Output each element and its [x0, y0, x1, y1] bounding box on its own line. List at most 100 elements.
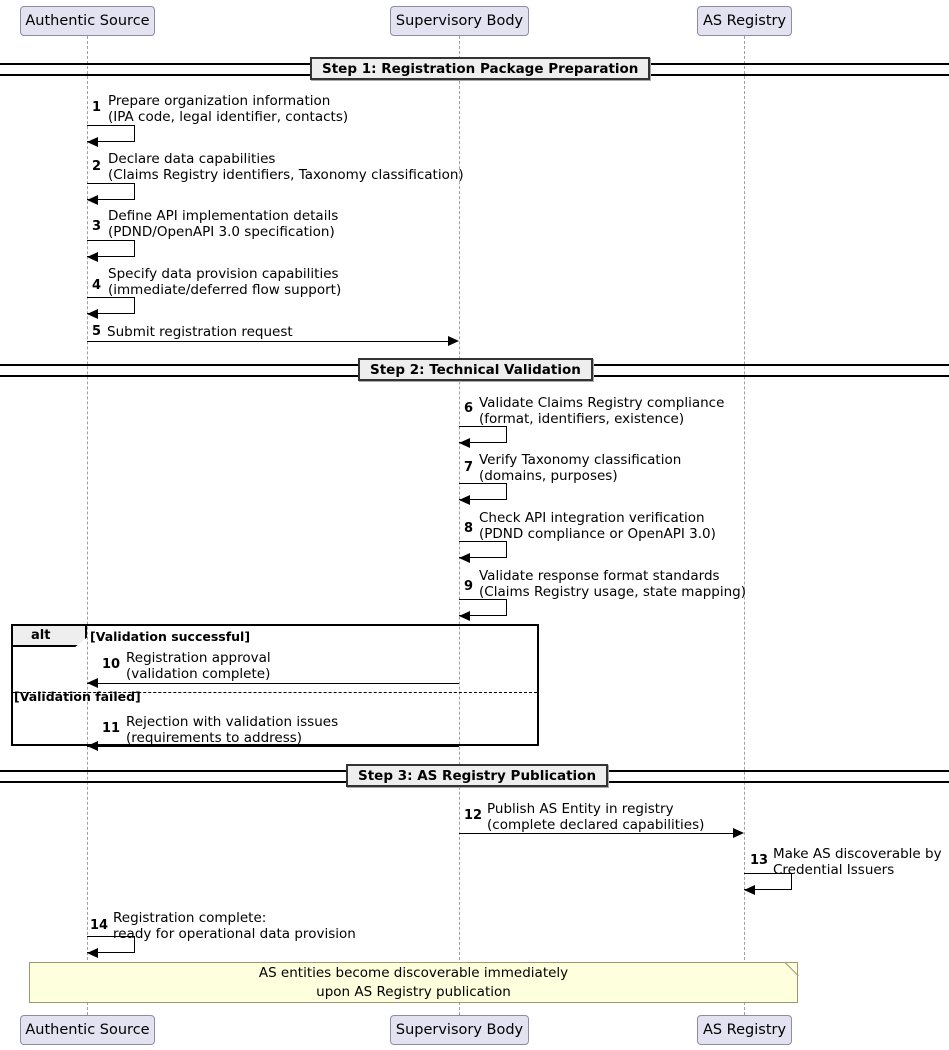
note-discoverability: AS entities become discoverable immediat…: [29, 962, 798, 1003]
message-number-2: 2: [92, 159, 102, 174]
message-arrow-5: [87, 341, 449, 342]
message-number-14: 14: [90, 918, 109, 933]
arrowhead-7: [459, 495, 470, 505]
arrowhead-2: [87, 195, 98, 205]
message-text-6-line2: (format, identifiers, existence): [479, 411, 685, 427]
self-message-loop-9: [459, 599, 507, 616]
message-number-10: 10: [102, 657, 121, 672]
self-message-loop-4: [87, 297, 135, 314]
message-text-12-line2: (complete declared capabilities): [487, 817, 705, 833]
participant-as-registry-top[interactable]: AS Registry: [697, 6, 792, 36]
participant-label: AS Registry: [702, 1022, 787, 1038]
message-text-4-line2: (immediate/deferred flow support): [108, 282, 342, 298]
participant-as-registry-bottom[interactable]: AS Registry: [697, 1015, 792, 1045]
arrowhead-1: [87, 137, 98, 147]
participant-label: AS Registry: [702, 13, 787, 29]
note-fold-corner-icon: [785, 962, 798, 975]
message-text-8-line2: (PDND compliance or OpenAPI 3.0): [479, 526, 716, 542]
message-text-10-line1: Registration approval: [126, 650, 271, 666]
arrowhead-8: [459, 553, 470, 563]
self-message-loop-2: [87, 183, 135, 200]
message-number-4: 4: [92, 278, 102, 293]
message-text-3-line1: Define API implementation details: [108, 208, 339, 224]
message-text-14-line2: ready for operational data provision: [113, 926, 356, 942]
arrowhead-14: [87, 948, 98, 958]
message-number-3: 3: [92, 219, 102, 234]
self-message-loop-7: [459, 483, 507, 500]
message-text-1-line1: Prepare organization information: [108, 93, 331, 109]
participant-label: Authentic Source: [25, 1022, 150, 1038]
divider-label-step-1: Step 1: Registration Package Preparation: [310, 57, 651, 80]
divider-label-step-3: Step 3: AS Registry Publication: [346, 764, 609, 787]
alt-fragment-operator-tab: alt: [13, 626, 87, 647]
message-text-3-line2: (PDND/OpenAPI 3.0 specification): [108, 224, 335, 240]
participant-authentic-source-top[interactable]: Authentic Source: [20, 6, 155, 36]
lifeline-supervisory-body: [459, 36, 460, 1015]
self-message-loop-1: [87, 125, 135, 142]
lifeline-authentic-source: [87, 36, 88, 1015]
message-arrow-12: [459, 833, 734, 834]
message-text-10-line2: (validation complete): [126, 666, 271, 682]
message-number-8: 8: [464, 521, 474, 536]
self-message-loop-3: [87, 240, 135, 257]
participant-label: Supervisory Body: [395, 13, 524, 29]
message-text-1-line2: (IPA code, legal identifier, contacts): [108, 109, 349, 125]
message-text-13-line1: Make AS discoverable by: [773, 846, 942, 862]
arrowhead-6: [459, 438, 470, 448]
message-text-12-line1: Publish AS Entity in registry: [487, 801, 674, 817]
note-text-line1: AS entities become discoverable immediat…: [258, 964, 569, 981]
message-number-1: 1: [92, 100, 102, 115]
note-text-line2: upon AS Registry publication: [316, 983, 511, 1000]
message-text-7-line1: Verify Taxonomy classification: [479, 452, 682, 468]
message-text-4-line1: Specify data provision capabilities: [108, 266, 339, 282]
alt-guard-2: [Validation failed]: [14, 689, 141, 704]
arrowhead-4: [87, 309, 98, 319]
message-number-5: 5: [92, 324, 102, 339]
arrowhead-10: [87, 678, 98, 688]
message-text-9-line1: Validate response format standards: [479, 568, 720, 584]
arrowhead-3: [87, 252, 98, 262]
message-text-11-line2: (requirements to address): [126, 730, 303, 746]
message-text-6-line1: Validate Claims Registry compliance: [479, 395, 725, 411]
alt-fragment-box: [11, 624, 539, 746]
self-message-loop-13: [744, 873, 792, 890]
message-text-2-line2: (Claims Registry identifiers, Taxonomy c…: [108, 167, 464, 183]
participant-label: Authentic Source: [25, 13, 150, 29]
arrowhead-12: [733, 828, 744, 838]
arrowhead-5: [448, 336, 459, 346]
message-arrow-10: [87, 683, 459, 684]
alt-guard-1: [Validation successful]: [90, 629, 251, 644]
participant-label: Supervisory Body: [395, 1022, 524, 1038]
message-arrow-11: [87, 746, 459, 747]
divider-text: Step 2: Technical Validation: [370, 361, 581, 378]
message-text-14-line1: Registration complete:: [113, 910, 267, 926]
message-text-8-line1: Check API integration verification: [479, 510, 705, 526]
message-text-13-line2: Credential Issuers: [773, 862, 895, 878]
alt-branch-separator: [13, 692, 537, 693]
arrowhead-13: [744, 885, 755, 895]
divider-text: Step 1: Registration Package Preparation: [322, 60, 639, 77]
message-number-6: 6: [464, 401, 474, 416]
arrowhead-11: [87, 741, 98, 751]
participant-supervisory-body-bottom[interactable]: Supervisory Body: [390, 1015, 529, 1045]
self-message-loop-6: [459, 426, 507, 443]
message-number-11: 11: [102, 721, 121, 736]
participant-supervisory-body-top[interactable]: Supervisory Body: [390, 6, 529, 36]
message-number-13: 13: [750, 853, 769, 868]
lifeline-as-registry: [744, 36, 745, 1015]
alt-operator-label: alt: [31, 628, 51, 643]
message-number-7: 7: [464, 460, 474, 475]
message-number-9: 9: [464, 579, 474, 594]
message-text-5-line1: Submit registration request: [107, 324, 293, 340]
arrowhead-9: [459, 611, 470, 621]
message-text-11-line1: Rejection with validation issues: [126, 714, 339, 730]
message-number-12: 12: [464, 808, 483, 823]
divider-label-step-2: Step 2: Technical Validation: [358, 358, 593, 381]
divider-text: Step 3: AS Registry Publication: [358, 767, 597, 784]
participant-authentic-source-bottom[interactable]: Authentic Source: [20, 1015, 155, 1045]
message-text-9-line2: (Claims Registry usage, state mapping): [479, 584, 747, 600]
message-text-7-line2: (domains, purposes): [479, 468, 618, 484]
self-message-loop-8: [459, 541, 507, 558]
self-message-loop-14: [87, 936, 135, 953]
